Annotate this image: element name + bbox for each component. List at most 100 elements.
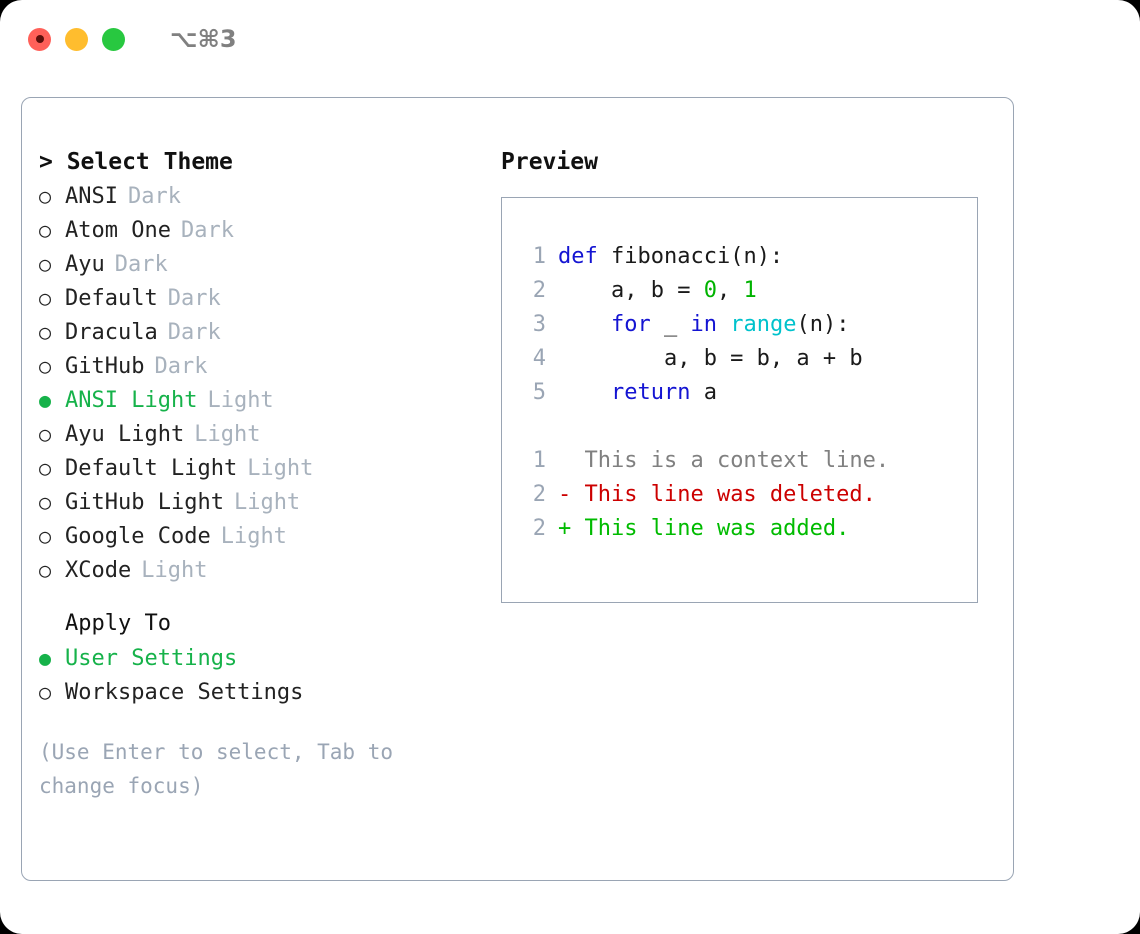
spacer [516, 410, 977, 444]
radio-unselected-icon: ○ [39, 422, 52, 446]
token-kw: return [610, 380, 691, 405]
diff-line-ctx: 1 This is a context line. [516, 444, 977, 478]
apply-to-label: Apply To [65, 611, 171, 636]
line-number: 2 [532, 482, 546, 507]
token-plain [558, 380, 611, 405]
line-number: 4 [532, 346, 546, 371]
theme-item-ayu-light[interactable]: ○ Ayu Light Light [39, 417, 499, 451]
code-text: def fibonacci(n): [558, 240, 783, 274]
apply-to-option-user-settings[interactable]: ● User Settings [39, 641, 499, 675]
maximize-button[interactable] [102, 27, 125, 51]
radio-selected-icon: ● [39, 646, 52, 670]
apply-to-label-text: Workspace Settings [65, 680, 304, 705]
theme-name: Ayu Light [65, 422, 185, 447]
radio-unselected-icon: ○ [39, 286, 52, 310]
code-line: 1 def fibonacci(n): [516, 240, 977, 274]
title-bar: ⌥⌘3 [0, 0, 1140, 78]
line-number: 2 [532, 516, 546, 541]
line-number: 1 [532, 244, 546, 269]
radio-unselected-icon: ○ [39, 558, 52, 582]
token-plain: a [690, 380, 717, 405]
theme-variant: Dark [180, 218, 234, 243]
code-text: a, b = b, a + b [558, 342, 863, 376]
diff-line-del: 2- This line was deleted. [516, 478, 977, 512]
token-plain: fibonacci(n): [597, 244, 784, 269]
line-number: 5 [532, 380, 546, 405]
code-line: 4 a, b = b, a + b [516, 342, 977, 376]
preview-heading: Preview [501, 149, 598, 175]
theme-name: GitHub [65, 354, 145, 379]
radio-unselected-icon: ○ [39, 354, 52, 378]
line-number: 1 [532, 448, 546, 473]
diff-text: This is a context line. [571, 448, 890, 473]
theme-variant: Dark [127, 184, 181, 209]
radio-unselected-icon: ○ [39, 524, 52, 548]
code-line: 3 for _ in range(n): [516, 308, 977, 342]
theme-item-atom-one[interactable]: ○ Atom One Dark [39, 213, 499, 247]
radio-unselected-icon: ○ [39, 320, 52, 344]
diff-marker [558, 444, 571, 478]
diff-marker: + [558, 516, 572, 541]
theme-item-ayu[interactable]: ○ Ayu Dark [39, 247, 499, 281]
theme-item-github[interactable]: ○ GitHub Dark [39, 349, 499, 383]
close-button[interactable] [28, 27, 51, 51]
theme-name: Dracula [65, 320, 158, 345]
token-plain: , [716, 278, 744, 303]
line-number: 3 [532, 312, 546, 337]
theme-variant: Dark [114, 252, 168, 277]
theme-variant: Light [141, 558, 208, 583]
code-line: 5 return a [516, 376, 977, 410]
token-plain: _ [650, 312, 691, 337]
apply-to-label-text: User Settings [65, 646, 238, 671]
diff-text: This line was added. [571, 516, 850, 541]
theme-name: Ayu [65, 252, 105, 277]
select-theme-heading: > Select Theme [39, 149, 233, 175]
radio-unselected-icon: ○ [39, 218, 52, 242]
radio-unselected-icon: ○ [39, 252, 52, 276]
theme-variant: Dark [154, 354, 208, 379]
token-num: 0 [703, 278, 717, 303]
theme-variant: Light [233, 490, 301, 515]
theme-variant: Light [194, 422, 261, 447]
radio-unselected-icon: ○ [39, 184, 52, 208]
code-text: for _ in range(n): [558, 308, 849, 342]
apply-to-options: ● User Settings ○Workspace Settings [39, 641, 499, 709]
line-number: 2 [532, 278, 546, 303]
token-plain: a, b = [558, 278, 704, 303]
code-text: return a [558, 376, 717, 410]
apply-to-option-workspace-settings[interactable]: ○Workspace Settings [39, 675, 499, 709]
minimize-button[interactable] [65, 27, 88, 51]
token-plain [717, 312, 730, 337]
theme-variant: Light [207, 388, 274, 413]
theme-name: ANSI [65, 184, 118, 209]
theme-item-ansi[interactable]: ○ ANSI Dark [39, 179, 499, 213]
token-plain: a, b = b, a + b [558, 346, 863, 371]
theme-name: Atom One [65, 218, 171, 243]
code-line: 2 a, b = 0, 1 [516, 274, 977, 308]
theme-name: Default [65, 286, 158, 311]
token-kw: in [690, 312, 717, 337]
token-plain [558, 312, 611, 337]
theme-variant: Light [247, 456, 314, 481]
radio-unselected-icon: ○ [39, 490, 52, 514]
token-plain: (n): [796, 312, 850, 337]
code-text: a, b = 0, 1 [558, 274, 757, 308]
token-kw: for [610, 312, 651, 337]
theme-name: ANSI Light [65, 388, 198, 413]
keyboard-shortcut-label: ⌥⌘3 [170, 25, 237, 53]
window-controls [28, 27, 125, 51]
